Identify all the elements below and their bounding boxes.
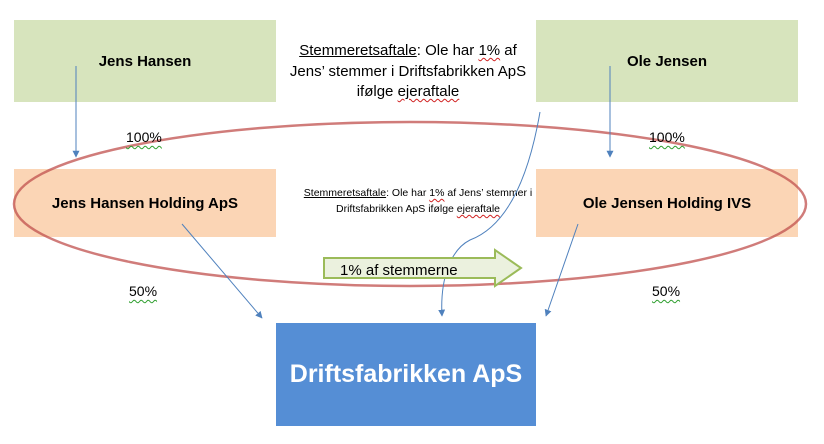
connector-jens-holding-to-drift [181,223,263,319]
jens-hansen-label: Jens Hansen [98,52,192,70]
note-mid-pct: 1% [429,187,445,199]
ole-holding-label: Ole Jensen Holding IVS [582,194,752,212]
connector-ole-holding-to-drift [544,223,579,317]
voting-agreement-note-mid: Stemmeretsaftale: Ole har 1% af Jens’ st… [296,185,540,217]
transfer-block-arrow [323,248,523,288]
pct-ole-holding-to-drift: 50% [652,283,681,299]
note-mid-text1: : Ole har [386,187,430,199]
note-top-pct: 1% [478,42,501,59]
pct-ole-to-holding: 100% [649,129,685,145]
connector-note-to-drift [438,111,541,317]
ole-holding-box: Ole Jensen Holding IVS [536,169,798,237]
pct-jens-holding-to-drift: 50% [129,283,158,299]
note-mid-last: ejeraftale [456,203,500,215]
ole-jensen-box: Ole Jensen [536,20,798,102]
note-top-last: ejeraftale [397,83,460,100]
note-top-text1: : Ole har [416,42,479,59]
ole-jensen-label: Ole Jensen [626,52,708,70]
voting-agreement-note-top: Stemmeretsaftale: Ole har 1% af Jens’ st… [280,41,536,103]
driftsfabrikken-box: Driftsfabrikken ApS [276,323,536,426]
pct-jens-to-holding: 100% [126,129,162,145]
jens-holding-label: Jens Hansen Holding ApS [51,194,239,212]
jens-holding-box: Jens Hansen Holding ApS [14,169,276,237]
note-mid-text2: af Jens’ stemmer i Driftsfabrikken ApS i… [336,187,533,215]
note-top-text2: af Jens’ stemmer i Driftsfabrikken ApS i… [289,42,527,100]
ownership-ellipse [12,120,808,288]
note-top-term: Stemmeretsaftale [299,42,417,59]
driftsfabrikken-label: Driftsfabrikken ApS [289,360,523,388]
note-mid-term: Stemmeretsaftale [303,187,387,199]
jens-hansen-box: Jens Hansen [14,20,276,102]
transfer-arrow-label: 1% af stemmerne [340,262,458,279]
